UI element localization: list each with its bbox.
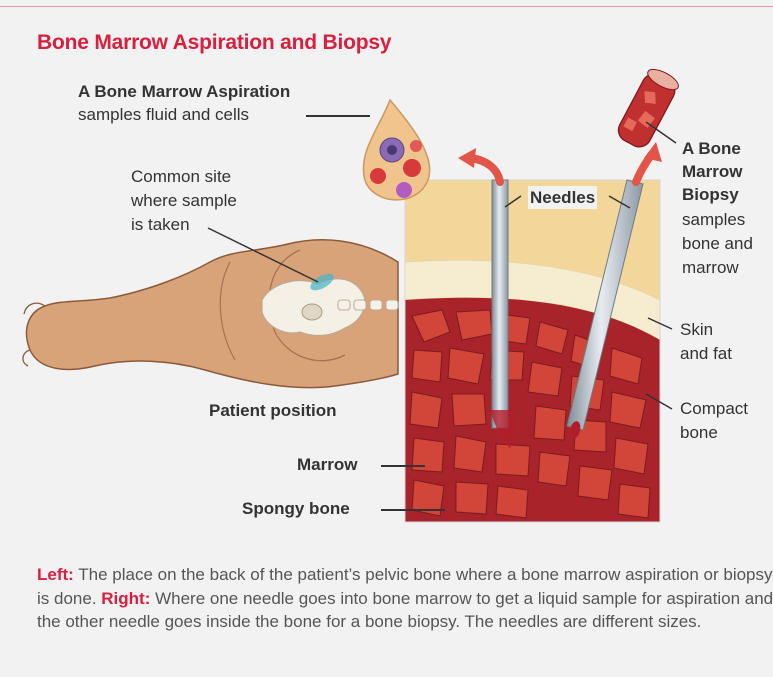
marrow-label: Marrow <box>297 453 357 476</box>
spongy-bone-leader <box>381 509 445 511</box>
spongy-bone-label: Spongy bone <box>242 497 350 520</box>
marrow-leader <box>381 465 425 467</box>
biopsy-label-1: A Bone <box>682 137 741 160</box>
biopsy-label-2: Marrow <box>682 160 742 183</box>
caption-right-label: Right: <box>101 589 150 608</box>
figure-caption: Left: The place on the back of the patie… <box>37 563 773 634</box>
biopsy-label-3: Biopsy <box>682 183 739 206</box>
skin-label-1: Skin <box>680 318 713 341</box>
biopsy-label-5: bone and <box>682 232 753 255</box>
needles-label: Needles <box>528 186 597 209</box>
caption-left-label: Left: <box>37 565 74 584</box>
skin-label-2: and fat <box>680 342 732 365</box>
compact-bone-label-1: Compact <box>680 397 748 420</box>
compact-bone-label-2: bone <box>680 421 718 444</box>
biopsy-label-4: samples <box>682 208 745 231</box>
patient-position-label: Patient position <box>209 399 337 422</box>
biopsy-label-6: marrow <box>682 256 739 279</box>
